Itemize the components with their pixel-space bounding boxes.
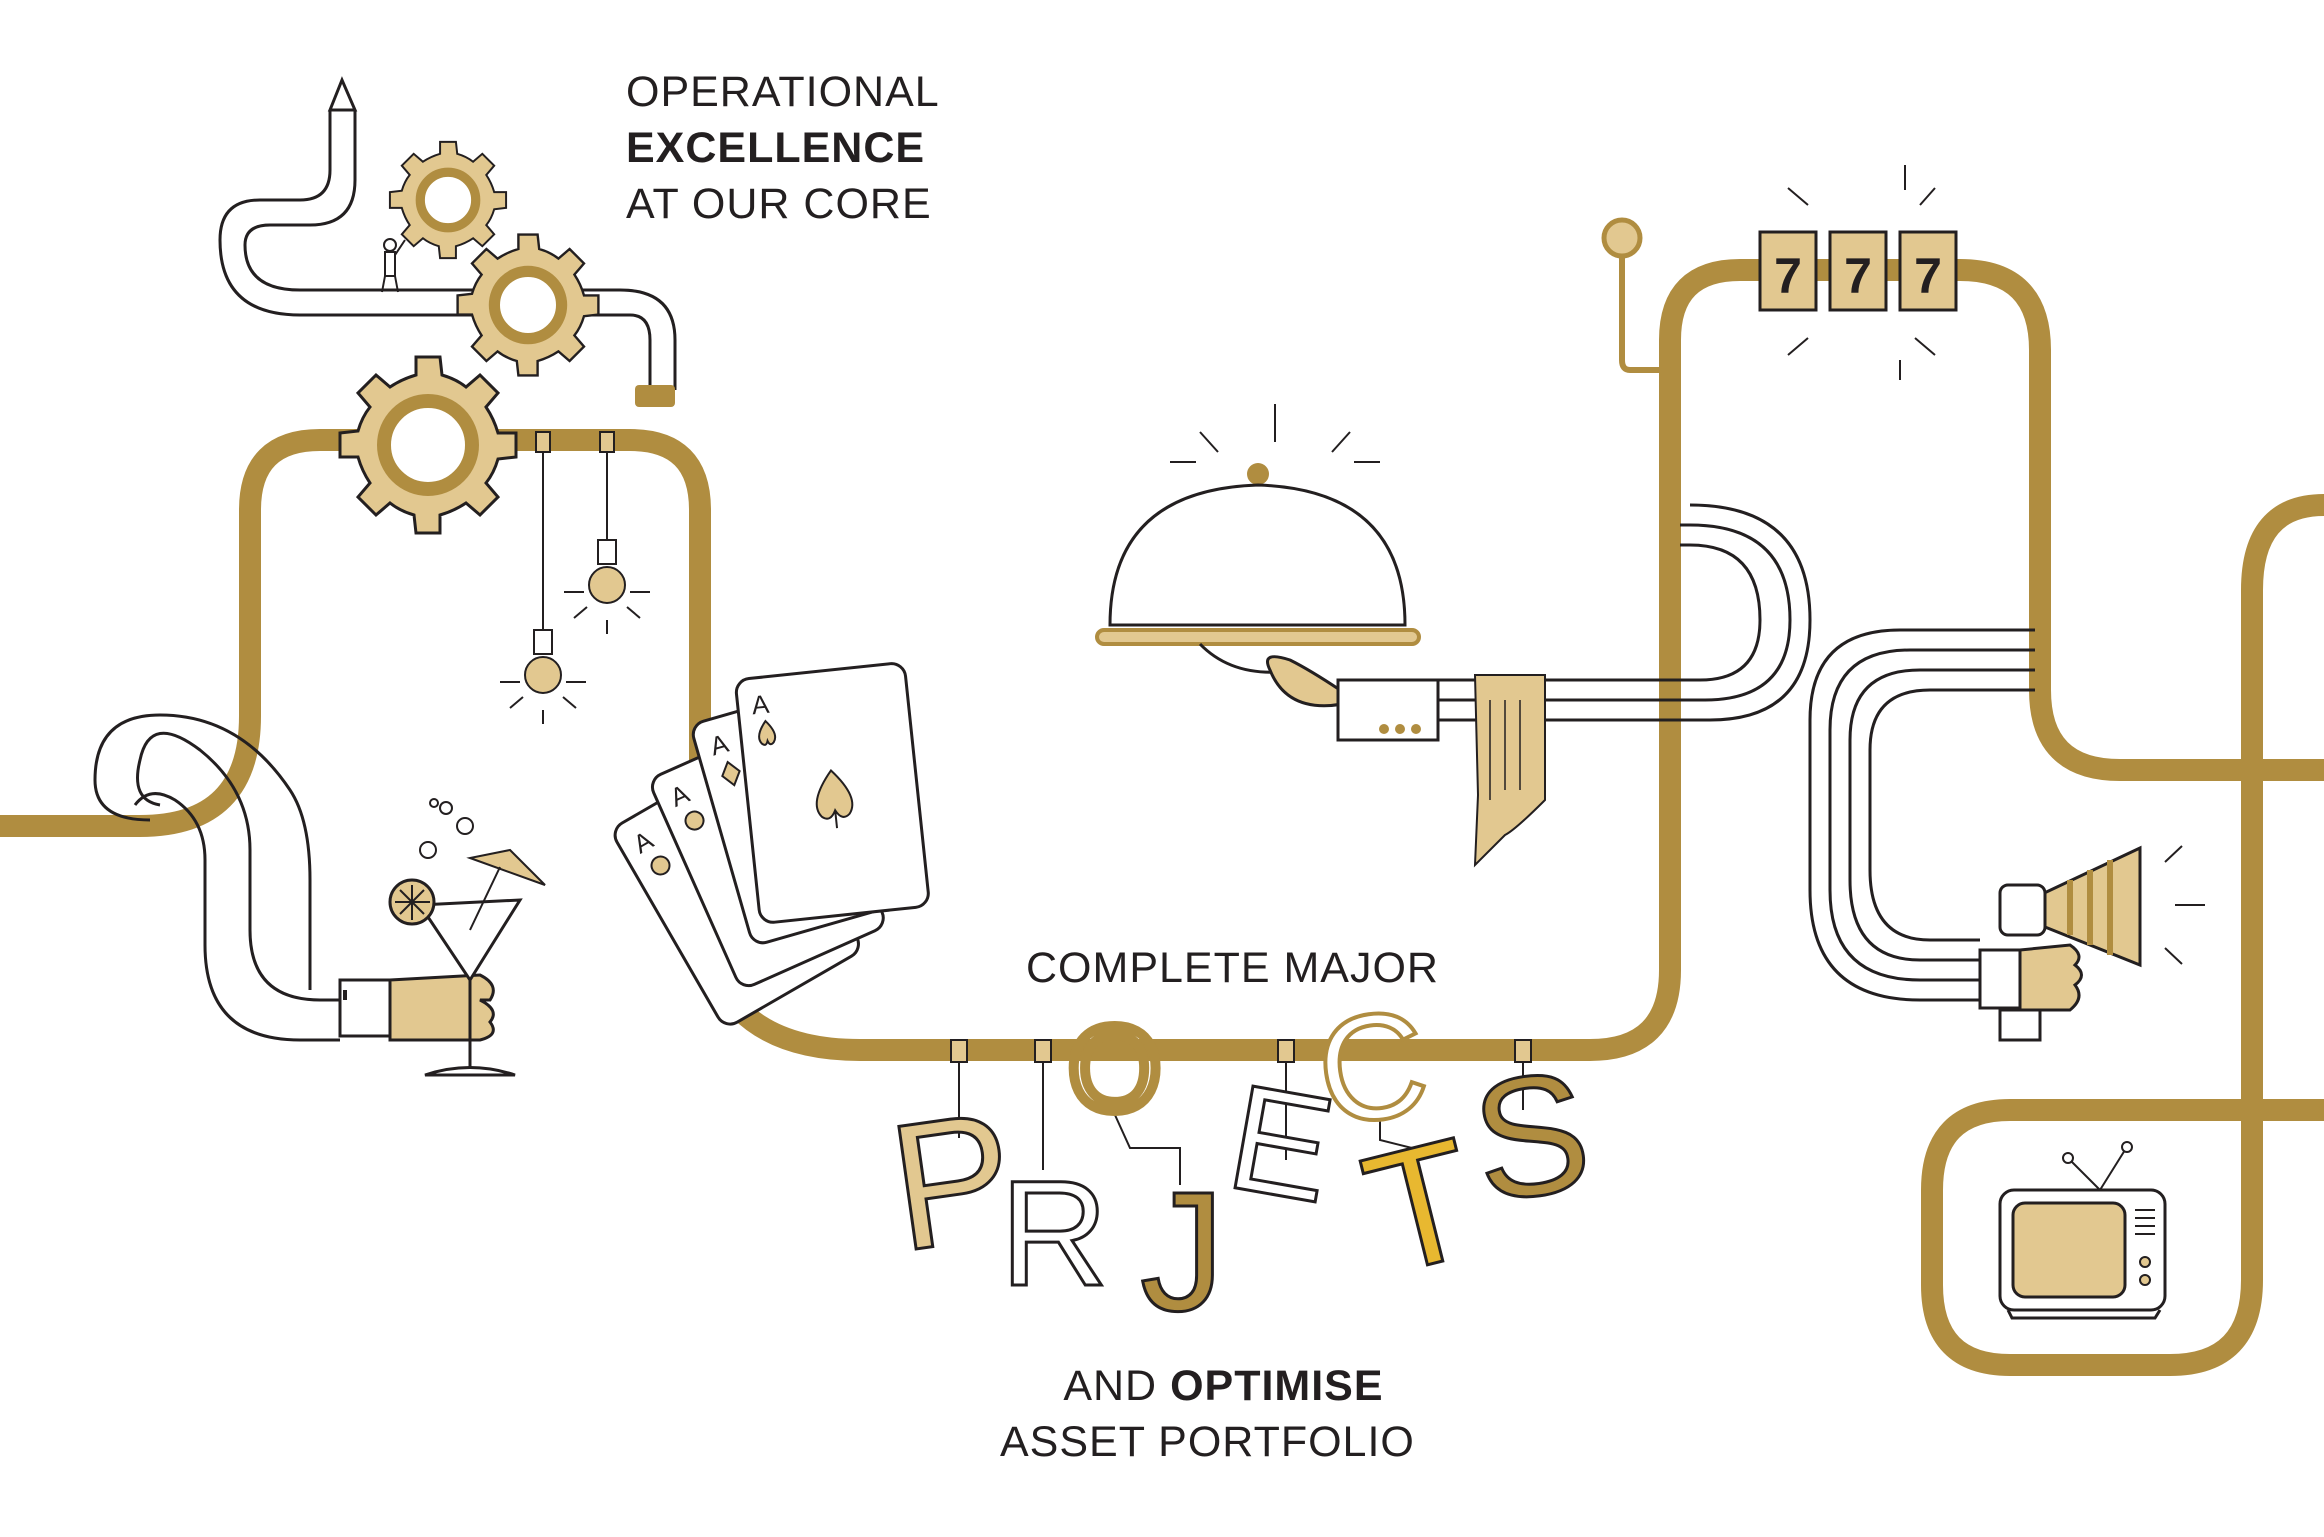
headline-complete-major: COMPLETE MAJOR: [1026, 940, 1439, 996]
headline-line: ASSET PORTFOLIO: [1000, 1418, 1415, 1466]
lightbulb-icon: [500, 629, 586, 724]
left-white-arm: [93, 713, 340, 1042]
megaphone-arm: [1808, 628, 2205, 1042]
spade-icon: [758, 719, 777, 746]
letter-s: S: [1462, 1035, 1601, 1239]
playing-card: A: [734, 662, 930, 924]
letter-c: C: [1307, 976, 1438, 1157]
pencil-tip: [327, 76, 358, 112]
playing-cards-fan: A A A A: [613, 662, 930, 1026]
headline-line-bold: EXCELLENCE: [626, 124, 926, 172]
headline-bold: OPTIMISE: [1170, 1362, 1384, 1410]
letter-j: J: [1140, 1157, 1225, 1347]
svg-text:7: 7: [1844, 248, 1872, 304]
diamond-icon: [721, 760, 741, 787]
gear-icon: [388, 140, 508, 260]
headline-line: AND OPTIMISE: [1032, 1358, 1415, 1414]
hand-with-cocktail: [338, 798, 546, 1077]
main-gold-pipe: [0, 242, 2324, 1376]
worker-figure: [381, 238, 406, 293]
letter-p: P: [879, 1074, 1026, 1290]
projects-hangers: [950, 1039, 1532, 1185]
megaphone-icon: [1998, 845, 2205, 968]
headline-plain: AND: [1063, 1362, 1158, 1410]
lightbulb-icon: [564, 539, 650, 634]
slot-reel: 7: [1898, 230, 1958, 312]
serving-cloche: [1095, 404, 1421, 701]
gear-icon: [338, 355, 518, 535]
projects-letters: P R O J E C T S: [877, 974, 1602, 1348]
headline-line: AT OUR CORE: [626, 180, 932, 228]
slot-machine-reels: 7 7 7: [1758, 165, 1958, 380]
slot-reel: 7: [1828, 230, 1888, 312]
gear-icon: [456, 233, 600, 377]
headline-optimise-assets: AND OPTIMISE ASSET PORTFOLIO: [1000, 1358, 1415, 1470]
svg-text:7: 7: [1774, 248, 1802, 304]
headline-line: COMPLETE MAJOR: [1026, 944, 1439, 992]
slot-lever-knob: [1601, 217, 1643, 259]
headline-line: OPERATIONAL: [626, 68, 940, 116]
heart-icon: [650, 855, 671, 876]
butler-arm: [1266, 503, 1812, 868]
pencil-eraser: [635, 385, 675, 407]
hanging-light-bulbs: [500, 431, 650, 724]
letter-o: O: [1068, 1002, 1161, 1136]
card-rank: A: [750, 689, 771, 721]
letter-r: R: [1000, 1149, 1108, 1317]
pencil-pipe: [218, 110, 677, 390]
television-icon: [1998, 1141, 2167, 1320]
slot-reel: 7: [1758, 230, 1818, 312]
svg-text:7: 7: [1914, 248, 1942, 304]
spade-icon: [815, 768, 854, 829]
gear-cluster: [338, 140, 600, 535]
club-icon: [684, 810, 705, 831]
headline-operational-excellence: OPERATIONAL EXCELLENCE AT OUR CORE: [626, 64, 940, 232]
letter-t: T: [1348, 1102, 1495, 1311]
